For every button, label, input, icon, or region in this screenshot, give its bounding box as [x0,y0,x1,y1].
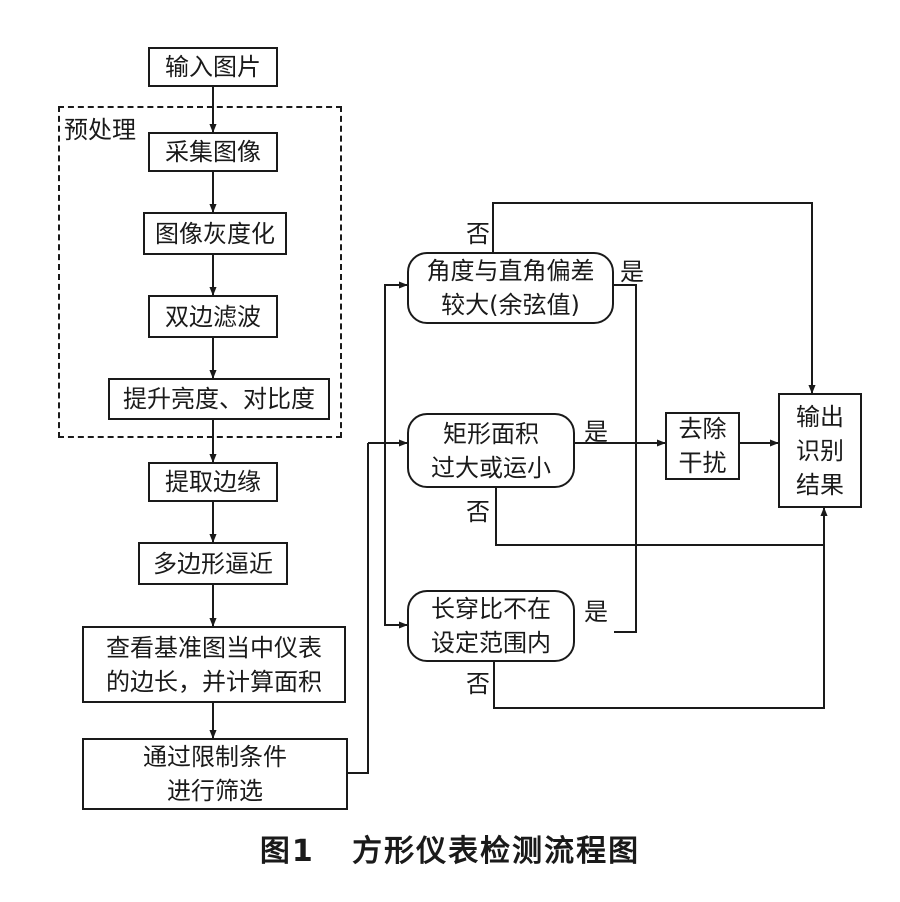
decision-angle-line1: 角度与直角偏差 [426,257,595,285]
decision-area-line1: 矩形面积 [443,419,539,448]
label-angle-yes: 是 [620,258,644,286]
label-angle-no: 否 [466,220,490,248]
node-gray: 图像灰度化 [143,212,287,255]
decision-area: 矩形面积 过大或运小 [407,413,575,488]
connector-angle-yes [614,284,637,633]
node-remove-line2: 干扰 [678,449,727,477]
label-area-no: 否 [466,498,490,526]
figure-caption: 图1 方形仪表检测流程图 [259,834,641,869]
node-edge: 提取边缘 [148,462,278,502]
node-output: 输出 识别 结果 [778,393,862,508]
node-measure-line1: 查看基准图当中仪表 [106,633,322,662]
node-screen: 通过限制条件 进行筛选 [82,738,348,810]
decision-ratio-line2: 设定范围内 [431,629,551,657]
node-screen-line1: 通过限制条件 [143,743,287,771]
node-remove-line1: 去除 [678,415,727,443]
arrow-bus-ratio [384,443,408,629]
node-collect: 采集图像 [148,132,278,172]
label-ratio-no: 否 [466,670,490,698]
connector-screen-bus [348,443,369,774]
node-measure-line2: 的边长，并计算面积 [106,667,322,696]
node-filter-text: 双边滤波 [165,302,261,331]
node-output-line3: 结果 [796,470,844,499]
label-area-yes: 是 [584,418,608,446]
node-enhance-text: 提升亮度、对比度 [123,385,315,413]
node-edge-text: 提取边缘 [165,468,261,496]
node-output-line2: 识别 [796,436,844,465]
decision-ratio: 长穿比不在 设定范围内 [407,590,575,662]
node-filter: 双边滤波 [148,295,278,338]
node-remove: 去除 干扰 [665,412,740,480]
arrow-angle-no-output [492,202,816,394]
node-input: 输入图片 [148,47,278,87]
preprocess-group [58,106,342,438]
node-poly-text: 多边形逼近 [153,549,273,578]
node-enhance: 提升亮度、对比度 [108,378,330,420]
preprocess-label: 预处理 [64,116,136,144]
decision-angle-line2: 较大(余弦值) [441,291,580,319]
arrow-area-no-output [495,488,828,546]
node-output-line1: 输出 [796,402,844,431]
label-ratio-yes: 是 [584,598,608,626]
decision-angle: 角度与直角偏差 较大(余弦值) [407,252,614,324]
decision-area-line2: 过大或运小 [431,453,551,482]
node-input-text: 输入图片 [165,53,261,81]
node-gray-text: 图像灰度化 [155,219,275,248]
node-collect-text: 采集图像 [165,138,261,166]
node-screen-line2: 进行筛选 [167,777,263,805]
arrow-ratio-no-output [493,540,825,709]
node-measure: 查看基准图当中仪表 的边长，并计算面积 [82,626,346,703]
node-poly: 多边形逼近 [138,542,288,585]
decision-ratio-line1: 长穿比不在 [431,595,551,623]
arrow-bus-angle [384,281,408,443]
